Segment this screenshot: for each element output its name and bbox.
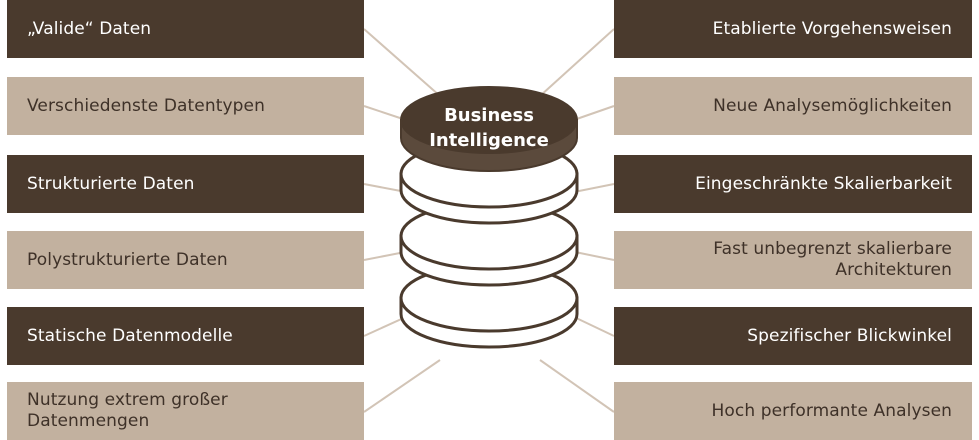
right-item-3: Eingeschränkte Skalierbarkeit (614, 155, 972, 213)
connector-left-6 (363, 359, 441, 413)
database-cylinder (399, 86, 579, 349)
connector-left-3 (363, 183, 407, 193)
connector-lines (363, 28, 615, 413)
right-item-label: Hoch performante Analysen (711, 400, 952, 421)
left-item-label: Verschiedenste Datentypen (27, 95, 265, 116)
right-item-2: Neue Analysemöglichkeiten (614, 77, 972, 135)
connector-left-1 (363, 28, 441, 97)
connector-right-6 (539, 359, 615, 413)
right-item-label: Spezifischer Blickwinkel (747, 325, 952, 346)
right-item-label: Etablierte Vorgehensweisen (712, 18, 952, 39)
center-title: Business Intelligence (400, 103, 578, 153)
left-item-label: Statische Datenmodelle (27, 325, 233, 346)
left-item-4: Polystrukturierte Daten (7, 231, 364, 289)
right-item-6: Hoch performante Analysen (614, 382, 972, 440)
left-item-label: „Valide“ Daten (27, 18, 152, 39)
center-title-line2: Intelligence (429, 130, 549, 151)
right-item-1: Etablierte Vorgehensweisen (614, 0, 972, 58)
right-item-label: Eingeschränkte Skalierbarkeit (695, 173, 952, 194)
connector-left-4 (363, 251, 406, 261)
left-item-label: Nutzung extrem großer Datenmengen (27, 390, 228, 431)
right-item-5: Spezifischer Blickwinkel (614, 307, 972, 365)
right-item-label: Neue Analysemöglichkeiten (713, 95, 952, 116)
disk-top (400, 86, 578, 172)
left-item-2: Verschiedenste Datentypen (7, 77, 364, 135)
left-item-label: Polystrukturierte Daten (27, 249, 228, 270)
connector-right-3 (573, 183, 615, 193)
center-title-line1: Business (444, 105, 534, 126)
left-item-6: Nutzung extrem großer Datenmengen (7, 382, 364, 440)
left-item-5: Statische Datenmodelle (7, 307, 364, 365)
right-item-4: Fast unbegrenzt skalierbare Architekture… (614, 231, 972, 289)
left-item-3: Strukturierte Daten (7, 155, 364, 213)
connector-right-5 (571, 315, 615, 337)
connector-right-1 (539, 28, 615, 97)
right-item-label: Fast unbegrenzt skalierbare Architekture… (713, 239, 952, 280)
connector-right-4 (574, 251, 615, 261)
left-item-label: Strukturierte Daten (27, 173, 195, 194)
left-item-1: „Valide“ Daten (7, 0, 364, 58)
